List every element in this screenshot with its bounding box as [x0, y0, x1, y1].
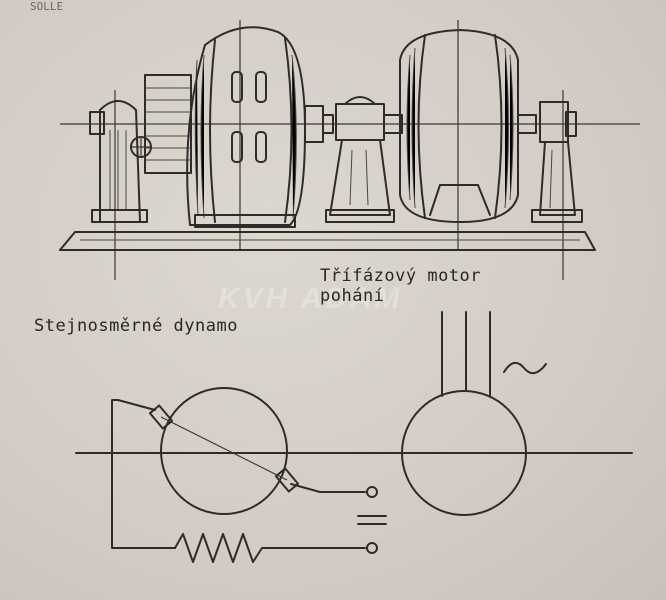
corner-scan-text: SOLLE: [30, 0, 64, 13]
watermark: KVH ADAM: [218, 282, 403, 315]
field-wire-left: [111, 399, 176, 549]
motor-label-line1: Třífázový motor: [320, 266, 482, 286]
dynamo-label: Stejnosměrné dynamo: [34, 316, 238, 336]
field-resistor: [174, 533, 366, 563]
dynamo-body: [186, 26, 306, 228]
brush-bottom: [274, 467, 300, 493]
motor-label-line2: pohání: [320, 286, 385, 306]
coupling-shaft: [304, 105, 334, 143]
terminal-bottom[interactable]: [366, 542, 378, 554]
brush-axis-line: [160, 416, 288, 481]
terminal-top[interactable]: [366, 486, 378, 498]
motor-body: [383, 29, 519, 223]
commutator: [130, 74, 192, 174]
motor-symbol: [401, 390, 527, 516]
armature-wire: [290, 483, 366, 493]
base-plate: [59, 231, 596, 251]
ac-tilde-icon: [503, 361, 547, 375]
right-bearing-pedestal: [517, 101, 583, 223]
middle-bearing-pedestal: [325, 96, 395, 223]
left-bearing-pedestal: [89, 100, 148, 223]
dynamo-symbol: [160, 387, 288, 515]
